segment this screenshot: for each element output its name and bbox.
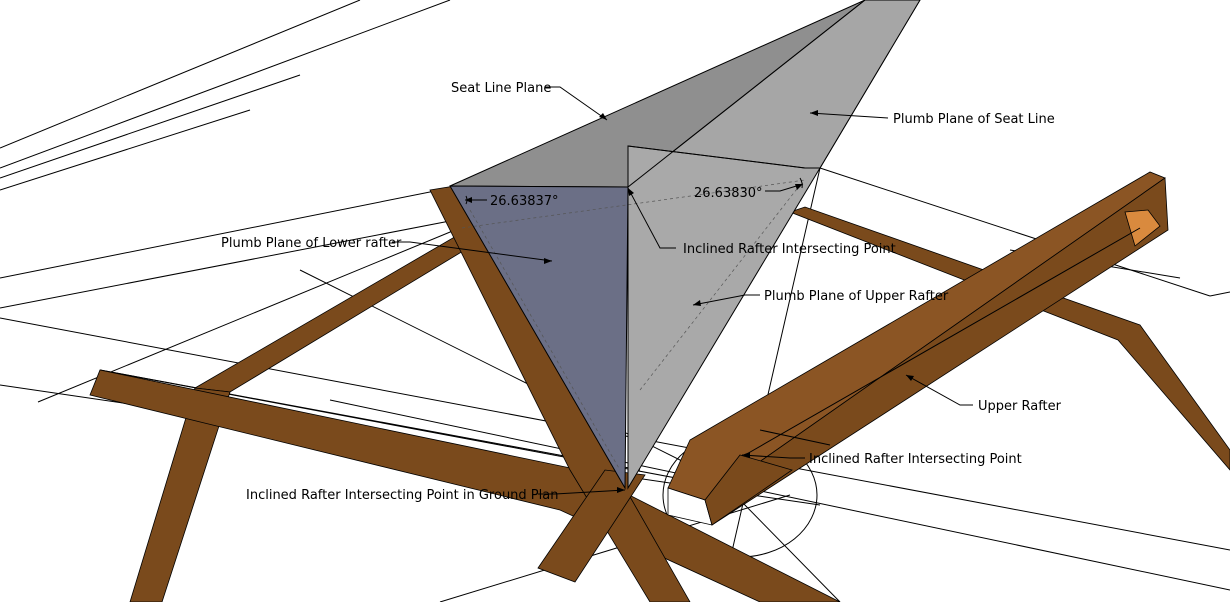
ground-timbers (89, 185, 1230, 602)
plumb-plane-lower-rafter (449, 185, 629, 490)
rafter-foot-cut (704, 454, 793, 526)
label-inclined-point-right: Inclined Rafter Intersecting Point (809, 452, 1022, 467)
leader-lines (392, 86, 973, 495)
upper-rafter-end (1124, 209, 1161, 247)
label-plumb-plane-seat-line: Plumb Plane of Seat Line (893, 112, 1055, 127)
label-plumb-plane-lower-rafter: Plumb Plane of Lower rafter (221, 236, 402, 251)
labels: Seat Line Plane Plumb Plane of Seat Line… (221, 81, 1062, 503)
label-angle-left: 26.63837° (490, 194, 559, 209)
label-inclined-point-ground: Inclined Rafter Intersecting Point in Gr… (246, 488, 558, 503)
label-angle-right: 26.63830° (694, 186, 763, 201)
label-upper-rafter: Upper Rafter (978, 399, 1062, 414)
label-seat-line-plane: Seat Line Plane (451, 81, 551, 96)
label-inclined-point-top: Inclined Rafter Intersecting Point (683, 242, 896, 257)
label-plumb-plane-upper-rafter: Plumb Plane of Upper Rafter (764, 289, 949, 304)
cross-beam (537, 469, 646, 583)
back-right-beam (788, 206, 1230, 471)
upper-rafter-timber (667, 171, 1169, 526)
angle-arc-right (799, 177, 803, 189)
left-beam (193, 227, 479, 393)
planes (449, 0, 921, 490)
left-post (129, 387, 231, 602)
